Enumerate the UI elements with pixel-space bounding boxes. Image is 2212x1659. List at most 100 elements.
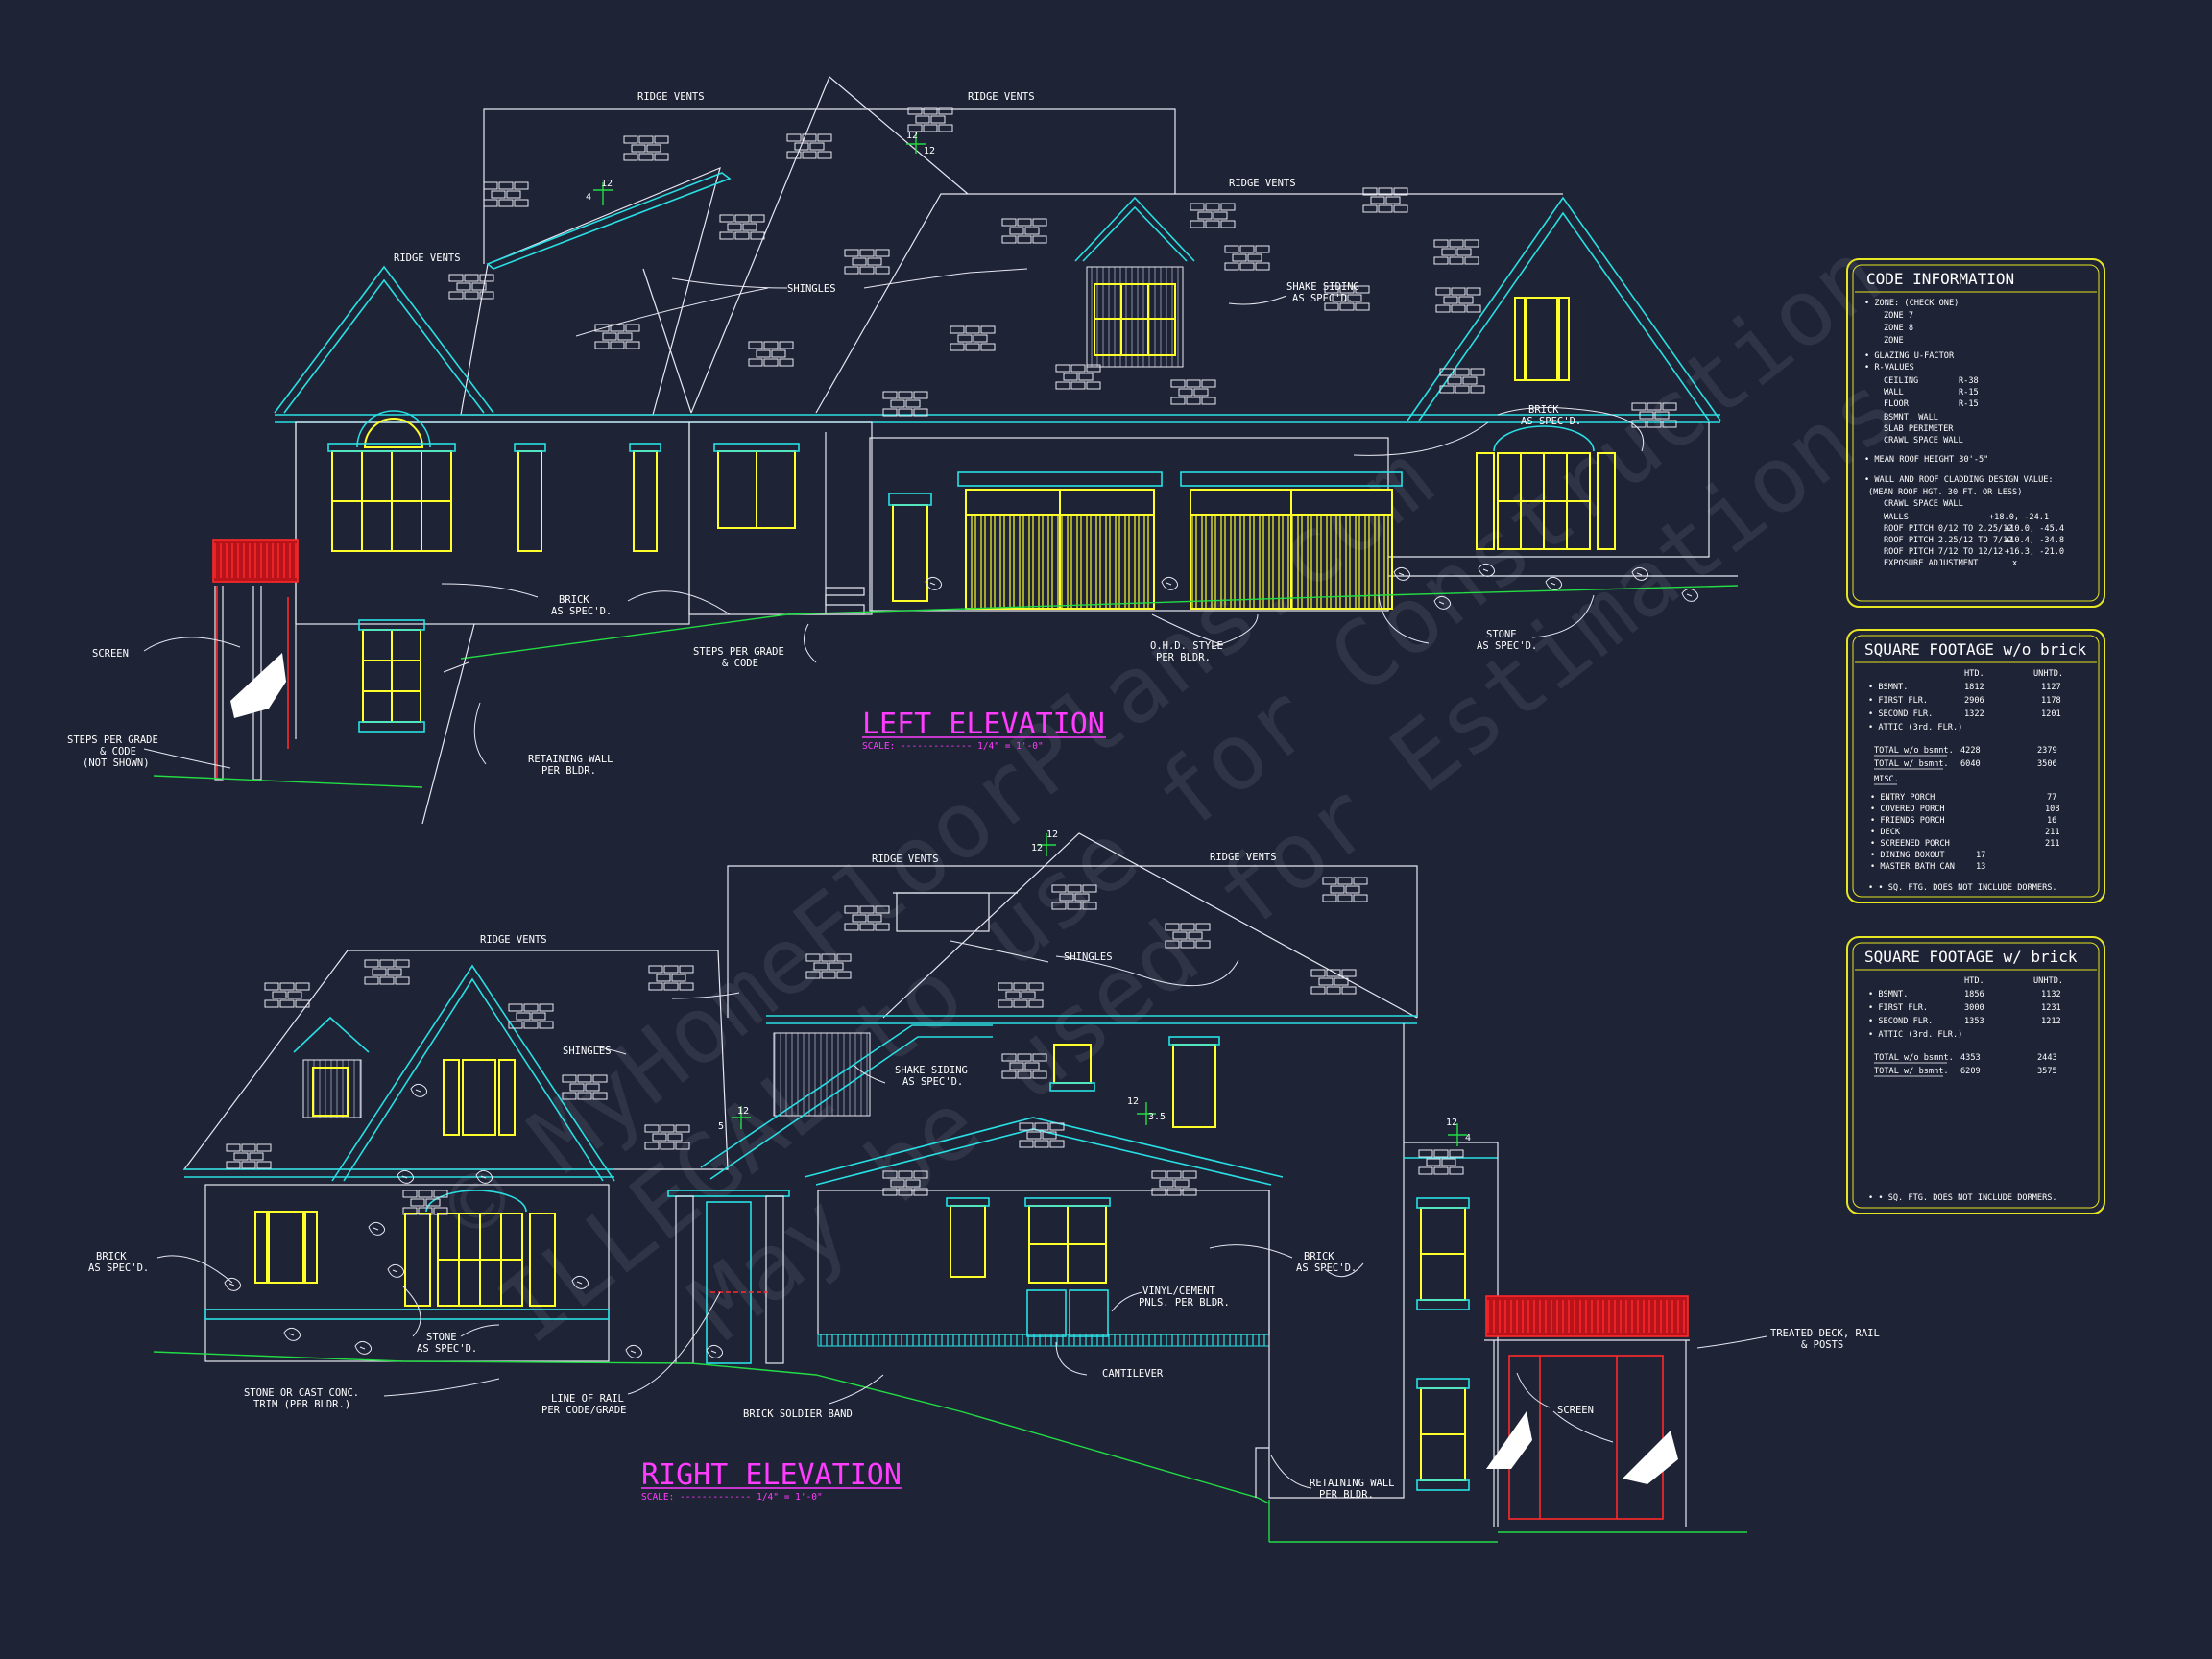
- code-info-pitch3-value: +16.3, -21.0: [2005, 547, 2064, 557]
- sqft-wo-row-htd: 1812: [1964, 683, 1984, 692]
- sqft-wo-title: SQUARE FOOTAGE w/o brick: [1864, 640, 2087, 659]
- code-info-line: CRAWL SPACE WALL: [1884, 499, 1963, 509]
- note-ridge-vents: RIDGE VENTS: [968, 91, 1035, 103]
- code-info-pitch2-value: +10.4, -34.8: [2005, 536, 2064, 545]
- code-information-panel: CODE INFORMATION • ZONE: (CHECK ONE) ZON…: [1846, 258, 2105, 608]
- watermark-line-2: ILLEGAL to use for Construction: [479, 221, 1901, 1364]
- sqft-wo-misc-item: • MASTER BATH CAN: [1870, 862, 1955, 872]
- sqft-w-row-unhtd: 1132: [2041, 990, 2061, 999]
- code-info-line: (MEAN ROOF HGT. 30 FT. OR LESS): [1868, 488, 2022, 497]
- code-info-line: • GLAZING U-FACTOR: [1864, 351, 1955, 361]
- note-steps-not-shown: (NOT SHOWN): [83, 757, 150, 769]
- note-steps: STEPS PER GRADE: [67, 734, 158, 746]
- sqft-wo-misc-item: • SCREENED PORCH: [1870, 839, 1950, 849]
- left-elevation-title-text: LEFT ELEVATION: [862, 708, 1105, 741]
- code-info-line: ROOF PITCH 2.25/12 TO 7/12: [1884, 536, 2013, 545]
- note-vinyl-cement: VINYL/CEMENT: [1142, 1286, 1216, 1297]
- sqft-wo-row-label: • FIRST FLR.: [1868, 696, 1928, 706]
- note-ohd-bldr: PER BLDR.: [1156, 652, 1211, 663]
- note-brick: BRICK: [1304, 1251, 1334, 1262]
- note-retaining-wall-bldr: PER BLDR.: [541, 765, 596, 777]
- sqft-wo-total-htd: 4228: [1960, 746, 1981, 756]
- note-per-code-grade: PER CODE/GRADE: [541, 1405, 627, 1416]
- note-brick: BRICK: [1528, 404, 1559, 416]
- sqft-wo-row-unhtd: 1127: [2041, 683, 2061, 692]
- code-info-pitch1-value: +10.0, -45.4: [2005, 524, 2064, 534]
- code-info-line: ROOF PITCH 0/12 TO 2.25/12: [1884, 524, 2013, 534]
- sqft-wo-misc-item: • DINING BOXOUT: [1870, 851, 1945, 860]
- sqft-wo-misc-value: 17: [1976, 851, 1985, 860]
- code-info-walls-value: +18.0, -24.1: [1989, 513, 2049, 522]
- note-screen: SCREEN: [92, 648, 129, 660]
- sqft-wo-total-label: TOTAL w/ bsmnt.: [1874, 759, 1949, 769]
- right-pitch-g: 12: [1446, 1118, 1457, 1128]
- note-posts: & POSTS: [1801, 1339, 1843, 1351]
- left-elevation-scale: SCALE: ------------- 1/4" = 1'-0": [862, 741, 1044, 752]
- note-stone: STONE: [426, 1332, 457, 1343]
- note-vinyl-pnls: PNLS. PER BLDR.: [1139, 1297, 1230, 1309]
- code-info-line: BSMNT. WALL: [1884, 413, 1938, 422]
- note-ridge-vents: RIDGE VENTS: [480, 934, 547, 946]
- sqft-w-col-htd: HTD.: [1964, 976, 1984, 986]
- code-info-line: • R-VALUES: [1864, 363, 1914, 373]
- sqft-w-total-htd: 6209: [1960, 1067, 1981, 1076]
- sqft-wo-misc-value: 77: [2047, 793, 2056, 803]
- sqft-wo-col-htd: HTD.: [1964, 669, 1984, 679]
- code-info-title: CODE INFORMATION: [1866, 270, 2014, 288]
- note-shingles: SHINGLES: [787, 283, 836, 295]
- sqft-w-row-htd: 3000: [1964, 1003, 1984, 1013]
- sqft-wo-total-htd: 6040: [1960, 759, 1981, 769]
- sqft-without-brick-panel: SQUARE FOOTAGE w/o brick HTD. UNHTD. • B…: [1846, 629, 2105, 903]
- note-ridge-vents: RIDGE VENTS: [872, 854, 939, 865]
- sqft-wo-misc-value: 211: [2045, 839, 2060, 849]
- right-elevation-leaders: [156, 940, 1767, 1489]
- note-brick-soldier-band: BRICK SOLDIER BAND: [743, 1408, 853, 1420]
- left-pitch-c: 12: [906, 131, 918, 141]
- note-steps-code: & CODE: [100, 746, 136, 757]
- code-info-line: CEILING: [1884, 376, 1918, 386]
- note-shake-siding-spec: AS SPEC'D.: [1292, 293, 1353, 304]
- note-stone: STONE: [1486, 629, 1517, 640]
- code-info-line: SLAB PERIMETER: [1884, 424, 1954, 434]
- code-info-line: ZONE 8: [1884, 324, 1913, 333]
- sqft-wo-total-unhtd: 3506: [2037, 759, 2057, 769]
- sqft-wo-misc-value: 211: [2045, 828, 2060, 837]
- right-elevation-notes: RIDGE VENTS RIDGE VENTS RIDGE VENTS SHIN…: [88, 852, 1880, 1501]
- note-retaining-wall-bldr: PER BLDR.: [1319, 1489, 1374, 1501]
- code-info-line: ZONE: [1884, 336, 1904, 346]
- note-brick-spec: AS SPEC'D.: [1521, 416, 1581, 427]
- code-info-line: • MEAN ROOF HEIGHT 30'-5": [1864, 455, 1988, 465]
- sqft-wo-misc-item: • ENTRY PORCH: [1870, 793, 1935, 803]
- code-info-ceiling-value: R-38: [1959, 376, 1979, 386]
- note-trim-per-bldr: TRIM (PER BLDR.): [253, 1399, 350, 1410]
- sqft-w-total-htd: 4353: [1960, 1053, 1981, 1063]
- sqft-w-footnote: • • SQ. FTG. DOES NOT INCLUDE DORMERS.: [1868, 1193, 2057, 1203]
- left-elevation-notes: RIDGE VENTS RIDGE VENTS RIDGE VENTS RIDG…: [67, 91, 1581, 777]
- code-info-line: WALL: [1884, 388, 1904, 397]
- code-info-exposure-value: x: [2012, 559, 2017, 568]
- note-ridge-vents: RIDGE VENTS: [1210, 852, 1277, 863]
- sqft-wo-row-unhtd: 1178: [2041, 696, 2061, 706]
- sqft-wo-total-unhtd: 2379: [2037, 746, 2057, 756]
- sqft-wo-col-unhtd: UNHTD.: [2033, 669, 2063, 679]
- sqft-w-row-unhtd: 1231: [2041, 1003, 2061, 1013]
- code-info-line: FLOOR: [1884, 399, 1910, 409]
- left-pitch-symbols: 12 4 12 12: [586, 131, 935, 205]
- code-info-line: ROOF PITCH 7/12 TO 12/12: [1884, 547, 2003, 557]
- sqft-wo-misc-value: 16: [2047, 816, 2056, 826]
- right-elevation-scale: SCALE: ------------- 1/4" = 1'-0": [641, 1492, 823, 1503]
- left-elevation-leaders: [143, 268, 1644, 769]
- note-ohd-style: O.H.D. STYLE: [1150, 640, 1223, 652]
- code-info-line: • WALL AND ROOF CLADDING DESIGN VALUE:: [1864, 475, 2054, 485]
- left-pitch-d: 12: [924, 146, 935, 156]
- sqft-w-col-unhtd: UNHTD.: [2033, 976, 2063, 986]
- note-line-of-rail: LINE OF RAIL: [551, 1393, 624, 1405]
- left-pitch-a: 12: [601, 179, 613, 189]
- right-pitch-symbols: 12 12 5 12 12 3.5 12 4: [718, 830, 1471, 1146]
- right-elevation-title-text: RIGHT ELEVATION: [641, 1458, 902, 1492]
- sqft-w-row-label: • ATTIC (3rd. FLR.): [1868, 1030, 1962, 1040]
- note-stone-cast-conc: STONE OR CAST CONC.: [244, 1387, 359, 1399]
- note-ridge-vents: RIDGE VENTS: [637, 91, 705, 103]
- note-brick: BRICK: [96, 1251, 127, 1262]
